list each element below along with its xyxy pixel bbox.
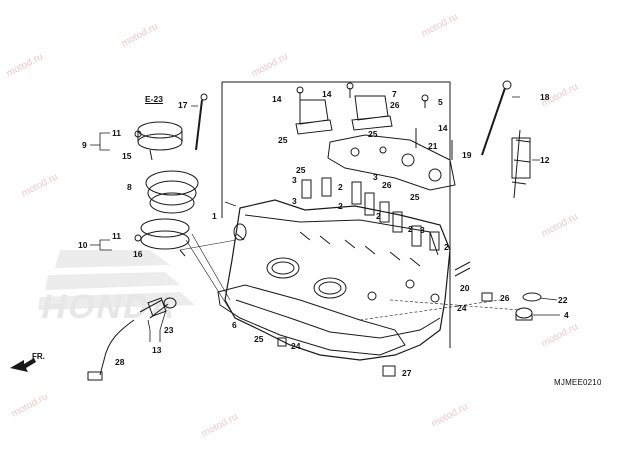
callout: 24: [457, 303, 467, 313]
callout: 3: [420, 225, 425, 235]
callout: 28: [115, 357, 125, 367]
callout: 2: [338, 182, 343, 192]
callout: 19: [462, 150, 472, 160]
callout: 11: [112, 128, 121, 138]
callout: 9: [82, 140, 87, 150]
callout: 3: [373, 172, 378, 182]
callout: 24: [291, 341, 301, 351]
front-direction-label: FR.: [32, 352, 45, 361]
callout: 23: [164, 325, 174, 335]
callout: 25: [278, 135, 288, 145]
callout: 7: [392, 89, 397, 99]
callout: 25: [254, 334, 264, 344]
callout: 8: [127, 182, 132, 192]
callout: 25: [410, 192, 420, 202]
callout: 26: [390, 100, 400, 110]
callout: 21: [428, 141, 438, 151]
callout: 17: [178, 100, 188, 110]
callout: 20: [460, 283, 470, 293]
callout: 25: [368, 129, 378, 139]
callout: 14: [322, 89, 332, 99]
callout: 4: [564, 310, 569, 320]
callout: 5: [438, 97, 443, 107]
callout: 1: [212, 211, 217, 221]
callout: 3: [292, 175, 297, 185]
callout: 6: [232, 320, 237, 330]
callout: 22: [558, 295, 568, 305]
callout: 10: [78, 240, 88, 250]
callout: 14: [272, 94, 282, 104]
callout: 26: [382, 180, 392, 190]
callout: 14: [438, 123, 448, 133]
callout: 2: [444, 242, 449, 252]
callout: 16: [133, 249, 143, 259]
callout: 12: [540, 155, 550, 165]
callout: 2: [408, 224, 413, 234]
callout: 11: [112, 231, 121, 241]
callout: 18: [540, 92, 550, 102]
callout: 25: [296, 165, 306, 175]
callout: 27: [402, 368, 412, 378]
callout: 15: [122, 151, 132, 161]
callout: 2: [338, 201, 343, 211]
callout: 26: [500, 293, 510, 303]
part-code: MJMEE0210: [554, 378, 602, 387]
callout: 13: [152, 345, 162, 355]
reference-tag: E-23: [145, 94, 163, 104]
callout: 3: [292, 196, 297, 206]
callout: 2: [376, 211, 381, 221]
